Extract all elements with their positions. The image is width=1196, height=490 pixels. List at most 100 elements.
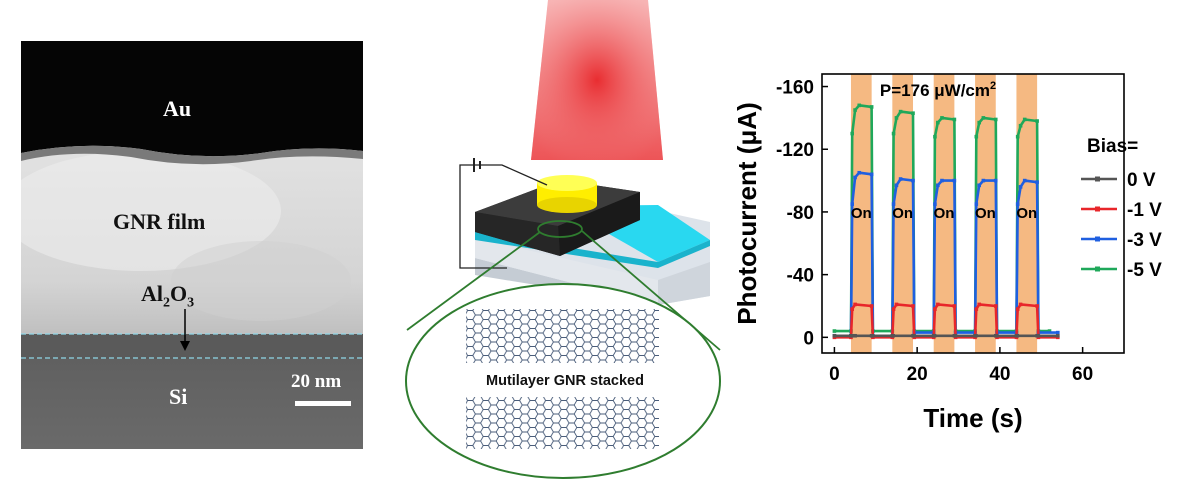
data-point — [981, 116, 986, 120]
scale-bar-label: 20 nm — [291, 371, 342, 392]
legend: Bias= 0 V-1 V-3 V-5 V — [1081, 136, 1162, 281]
data-point — [936, 302, 940, 307]
on-label: On — [1016, 205, 1037, 222]
data-point — [1035, 304, 1039, 308]
data-point — [911, 111, 915, 115]
gnr-lattice-top — [466, 309, 659, 363]
data-point — [1035, 119, 1039, 123]
data-point — [974, 202, 979, 206]
scale-bar — [295, 401, 351, 406]
data-point — [1018, 302, 1023, 307]
on-label: On — [892, 205, 913, 222]
legend-title: Bias= — [1087, 136, 1138, 157]
on-label: On — [851, 205, 872, 222]
series-lines — [832, 103, 1060, 340]
legend-marker — [1095, 206, 1100, 212]
x-axis-title: Time (s) — [923, 403, 1022, 433]
data-point — [898, 177, 903, 181]
data-point — [853, 175, 857, 180]
layer-label-si: Si — [169, 384, 188, 409]
data-point — [977, 302, 982, 307]
data-point — [1035, 180, 1039, 184]
data-point — [894, 183, 899, 188]
data-point — [933, 202, 937, 206]
on-interval-band — [892, 74, 914, 353]
data-point — [1018, 123, 1023, 128]
data-point — [891, 202, 896, 206]
data-point — [952, 117, 957, 122]
on-label: On — [975, 205, 996, 222]
y-tick-label: -160 — [776, 78, 814, 99]
data-point — [1056, 333, 1060, 338]
legend-entry: 0 V — [1127, 170, 1156, 191]
data-point — [853, 302, 857, 307]
data-point — [1015, 307, 1020, 311]
gnr-lattice-bottom — [466, 397, 659, 449]
data-point — [1047, 329, 1052, 333]
legend-marker — [1095, 176, 1100, 182]
data-point — [891, 333, 895, 338]
data-point — [1022, 178, 1027, 183]
data-point — [940, 116, 944, 120]
data-point — [894, 302, 899, 307]
data-point — [933, 134, 937, 139]
legend-entry: -1 V — [1127, 200, 1162, 221]
on-intervals — [850, 74, 1038, 353]
y-axis-ticks: -160-120-80-400 — [776, 78, 828, 349]
data-point — [994, 333, 999, 338]
data-point — [974, 333, 978, 338]
legend-entry: -3 V — [1127, 230, 1162, 251]
legend-marker — [1095, 266, 1100, 272]
x-tick-label: 40 — [989, 364, 1010, 385]
data-point — [1015, 134, 1020, 139]
data-point — [912, 333, 916, 338]
data-point — [870, 333, 875, 338]
on-interval-band — [975, 74, 996, 353]
gold-electrode — [537, 197, 597, 213]
data-point — [857, 103, 862, 108]
data-point — [952, 304, 957, 308]
data-point — [850, 307, 854, 311]
data-point — [1022, 117, 1027, 122]
legend-marker — [1095, 236, 1100, 242]
data-point — [953, 333, 958, 338]
x-tick-label: 60 — [1072, 364, 1093, 385]
data-point — [932, 333, 937, 338]
zoom-label: Mutilayer GNR stacked — [486, 373, 644, 389]
on-interval-band — [1016, 74, 1038, 353]
y-tick-label: -80 — [787, 203, 814, 224]
data-point — [869, 105, 874, 109]
data-point — [869, 172, 874, 177]
data-point — [940, 178, 944, 183]
data-point — [850, 131, 854, 136]
data-point — [1015, 202, 1020, 206]
power-annotation: P=176 μW/cm2 — [880, 80, 996, 100]
data-point — [936, 183, 940, 188]
y-axis-title: Photocurrent (μA) — [732, 102, 762, 324]
data-point — [898, 109, 903, 114]
data-point — [850, 202, 854, 206]
plot-frame — [821, 73, 1125, 354]
x-tick-label: 20 — [907, 364, 928, 385]
data-point — [869, 304, 874, 308]
layer-label-al2o3: Al2O3 — [141, 281, 195, 311]
data-point — [911, 178, 915, 183]
data-point — [853, 108, 857, 112]
data-point — [981, 178, 986, 183]
data-point — [933, 307, 937, 311]
tem-image — [1, 41, 363, 449]
series-line — [834, 104, 1050, 333]
data-point — [853, 333, 857, 338]
x-tick-label: 0 — [829, 364, 840, 385]
data-point — [952, 178, 957, 183]
data-point — [849, 333, 854, 338]
layer-label-au: Au — [163, 96, 192, 121]
data-point — [993, 304, 998, 308]
data-point — [993, 117, 998, 122]
y-tick-label: -40 — [787, 266, 814, 287]
series-line — [834, 171, 1058, 338]
data-point — [974, 307, 979, 311]
